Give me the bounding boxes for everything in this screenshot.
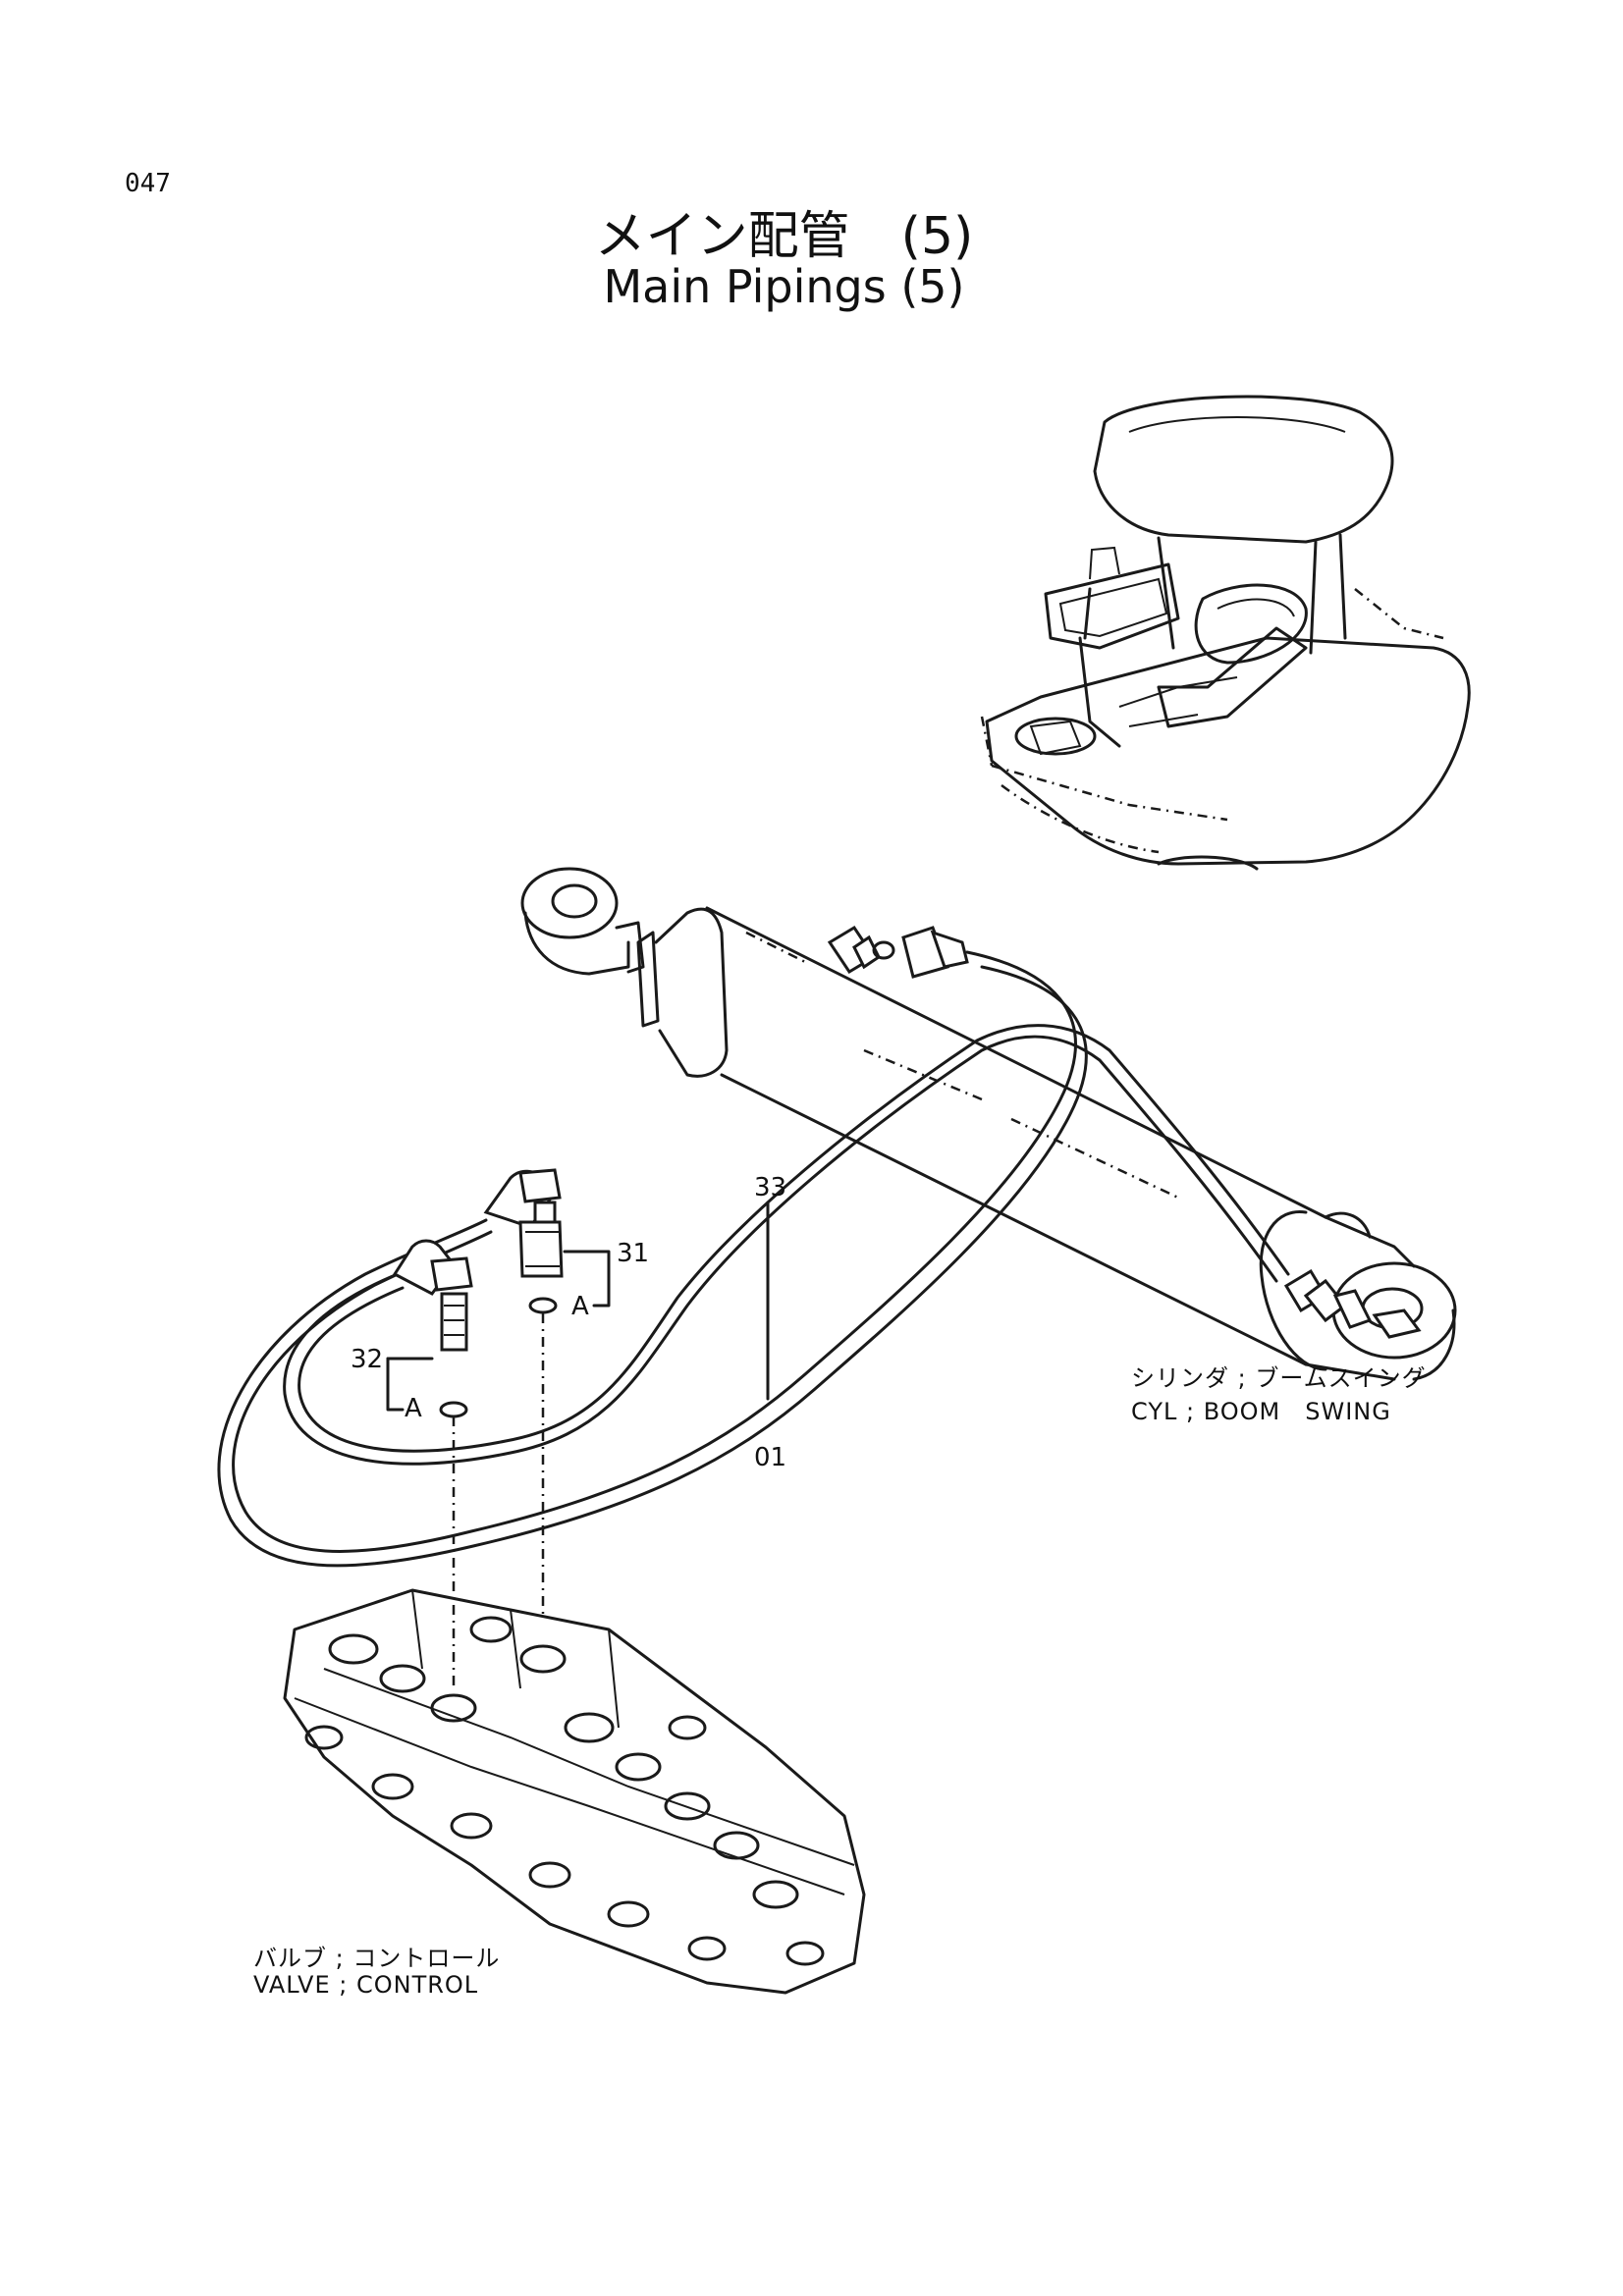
callout-32: 32 bbox=[351, 1345, 384, 1374]
machine-overview-illustration bbox=[980, 395, 1471, 871]
cylinder-label-japanese: シリンダ ; ブームスイング bbox=[1131, 1364, 1427, 1392]
valve-label-english: VALVE ; CONTROL bbox=[253, 1971, 479, 1999]
page-title-english: Main Pipings (5) bbox=[603, 260, 965, 313]
callout-31: 31 bbox=[617, 1239, 650, 1268]
callout-33: 33 bbox=[754, 1173, 787, 1202]
callout-01: 01 bbox=[754, 1443, 787, 1472]
adapter-fittings-31-32 bbox=[386, 1168, 770, 1688]
hydraulic-hose-assemblies bbox=[217, 950, 1290, 1568]
page-title-japanese: メイン配管 (5) bbox=[594, 207, 974, 266]
cylinder-label-english: CYL ; BOOM SWING bbox=[1131, 1398, 1391, 1425]
valve-label-japanese: バルブ ; コントロール bbox=[253, 1945, 501, 1972]
boom-swing-cylinder-illustration bbox=[520, 867, 1457, 1381]
cylinder-port-fittings bbox=[827, 925, 1422, 1339]
page-number: 047 bbox=[125, 169, 171, 198]
callout-a-upper: A bbox=[571, 1292, 589, 1321]
control-valve-illustration bbox=[283, 1588, 866, 1995]
callout-a-lower: A bbox=[405, 1394, 422, 1423]
